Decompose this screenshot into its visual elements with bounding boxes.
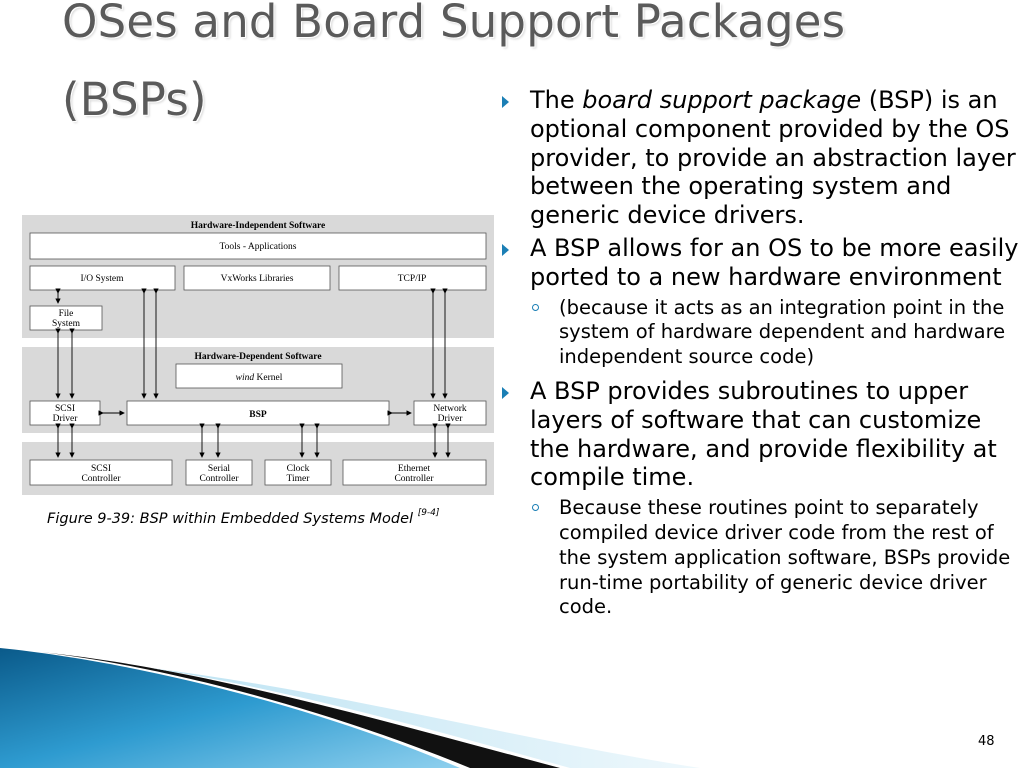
bullet-arrow-icon: [502, 243, 509, 256]
bullet-1: The board support package (BSP) is an op…: [500, 86, 1020, 230]
clock-timer-label-1: Clock: [287, 464, 310, 474]
file-system-label-2: System: [52, 319, 81, 329]
page-number: 48: [978, 734, 995, 749]
wind-kernel-label: wind Kernel: [236, 373, 283, 383]
vxworks-libraries-label: VxWorks Libraries: [221, 274, 294, 284]
serial-controller-label-1: Serial: [208, 464, 231, 474]
tcpip-label: TCP/IP: [398, 274, 427, 284]
io-system-label: I/O System: [80, 274, 124, 284]
file-system-label-1: File: [59, 309, 74, 319]
sub-bullet-ring-icon: [532, 504, 539, 512]
ethernet-controller-box: [342, 459, 487, 486]
sub-bullet-ring-icon: [532, 303, 539, 311]
bullet-3-sub-text: Because these routines point to separate…: [559, 496, 1011, 619]
bullet-2-text: A BSP allows for an OS to be more easily…: [530, 233, 1019, 291]
clock-timer-label-2: Timer: [287, 474, 311, 484]
scsi-driver-label-2: Driver: [53, 414, 79, 424]
slide-title: OSes and Board Support Packages (BSPs): [62, 0, 962, 122]
bullet-1-post: (BSP) is an optional component provided …: [530, 86, 1016, 230]
wind-kernel-box: [175, 363, 343, 389]
scsi-controller-label-1: SCSI: [91, 464, 111, 474]
vxworks-libraries-box: [183, 265, 331, 291]
io-system-box: [29, 265, 176, 291]
bullet-2-sub-text: (because it acts as an integration point…: [559, 295, 1006, 369]
bsp-diagram: Hardware-Independent Software Tools - Ap…: [22, 215, 494, 495]
hw-dependent-header: Hardware-Dependent Software: [194, 352, 321, 362]
tcpip-box: [338, 265, 487, 291]
hw-independent-header: Hardware-Independent Software: [191, 221, 326, 231]
title-line-1: OSes and Board Support Packages: [62, 0, 846, 48]
serial-controller-box: [185, 459, 253, 486]
bullet-3: A BSP provides subroutines to upper laye…: [500, 377, 1020, 492]
tools-applications-box: [29, 232, 487, 260]
clock-timer-box: [264, 459, 332, 486]
ethernet-controller-label-1: Ethernet: [398, 464, 431, 474]
figure-caption-text: Figure 9-39: BSP within Embedded Systems…: [47, 510, 414, 527]
title-line-2: (BSPs): [62, 73, 207, 126]
file-system-box: [29, 305, 103, 331]
bullet-3-sub: Because these routines point to separate…: [500, 496, 1020, 620]
serial-controller-label-2: Controller: [199, 474, 239, 484]
figure-caption-ref: [9-4]: [417, 508, 440, 518]
bullet-2-sub: (because it acts as an integration point…: [500, 296, 1020, 370]
scsi-controller-label-2: Controller: [81, 474, 121, 484]
bullet-arrow-icon: [502, 386, 509, 399]
bullet-2: A BSP allows for an OS to be more easily…: [500, 234, 1020, 292]
figure-caption: Figure 9-39: BSP within Embedded Systems…: [47, 508, 440, 527]
bullet-1-em: board support package: [582, 86, 862, 114]
bullet-arrow-icon: [502, 96, 509, 108]
scsi-controller-box: [29, 459, 173, 486]
bsp-label: BSP: [249, 410, 267, 420]
ethernet-controller-label-2: Controller: [394, 474, 434, 484]
bsp-box: [126, 400, 390, 426]
scsi-driver-label-1: SCSI: [55, 404, 75, 414]
bullet-list: The board support package (BSP) is an op…: [500, 86, 1020, 627]
bullet-1-pre: The: [530, 86, 583, 114]
tools-applications-label: Tools - Applications: [220, 242, 297, 252]
diagram-arrows: [55, 288, 451, 458]
network-driver-label-1: Network: [433, 404, 466, 414]
network-driver-label-2: Driver: [438, 414, 464, 424]
bullet-3-text: A BSP provides subroutines to upper laye…: [530, 376, 997, 492]
